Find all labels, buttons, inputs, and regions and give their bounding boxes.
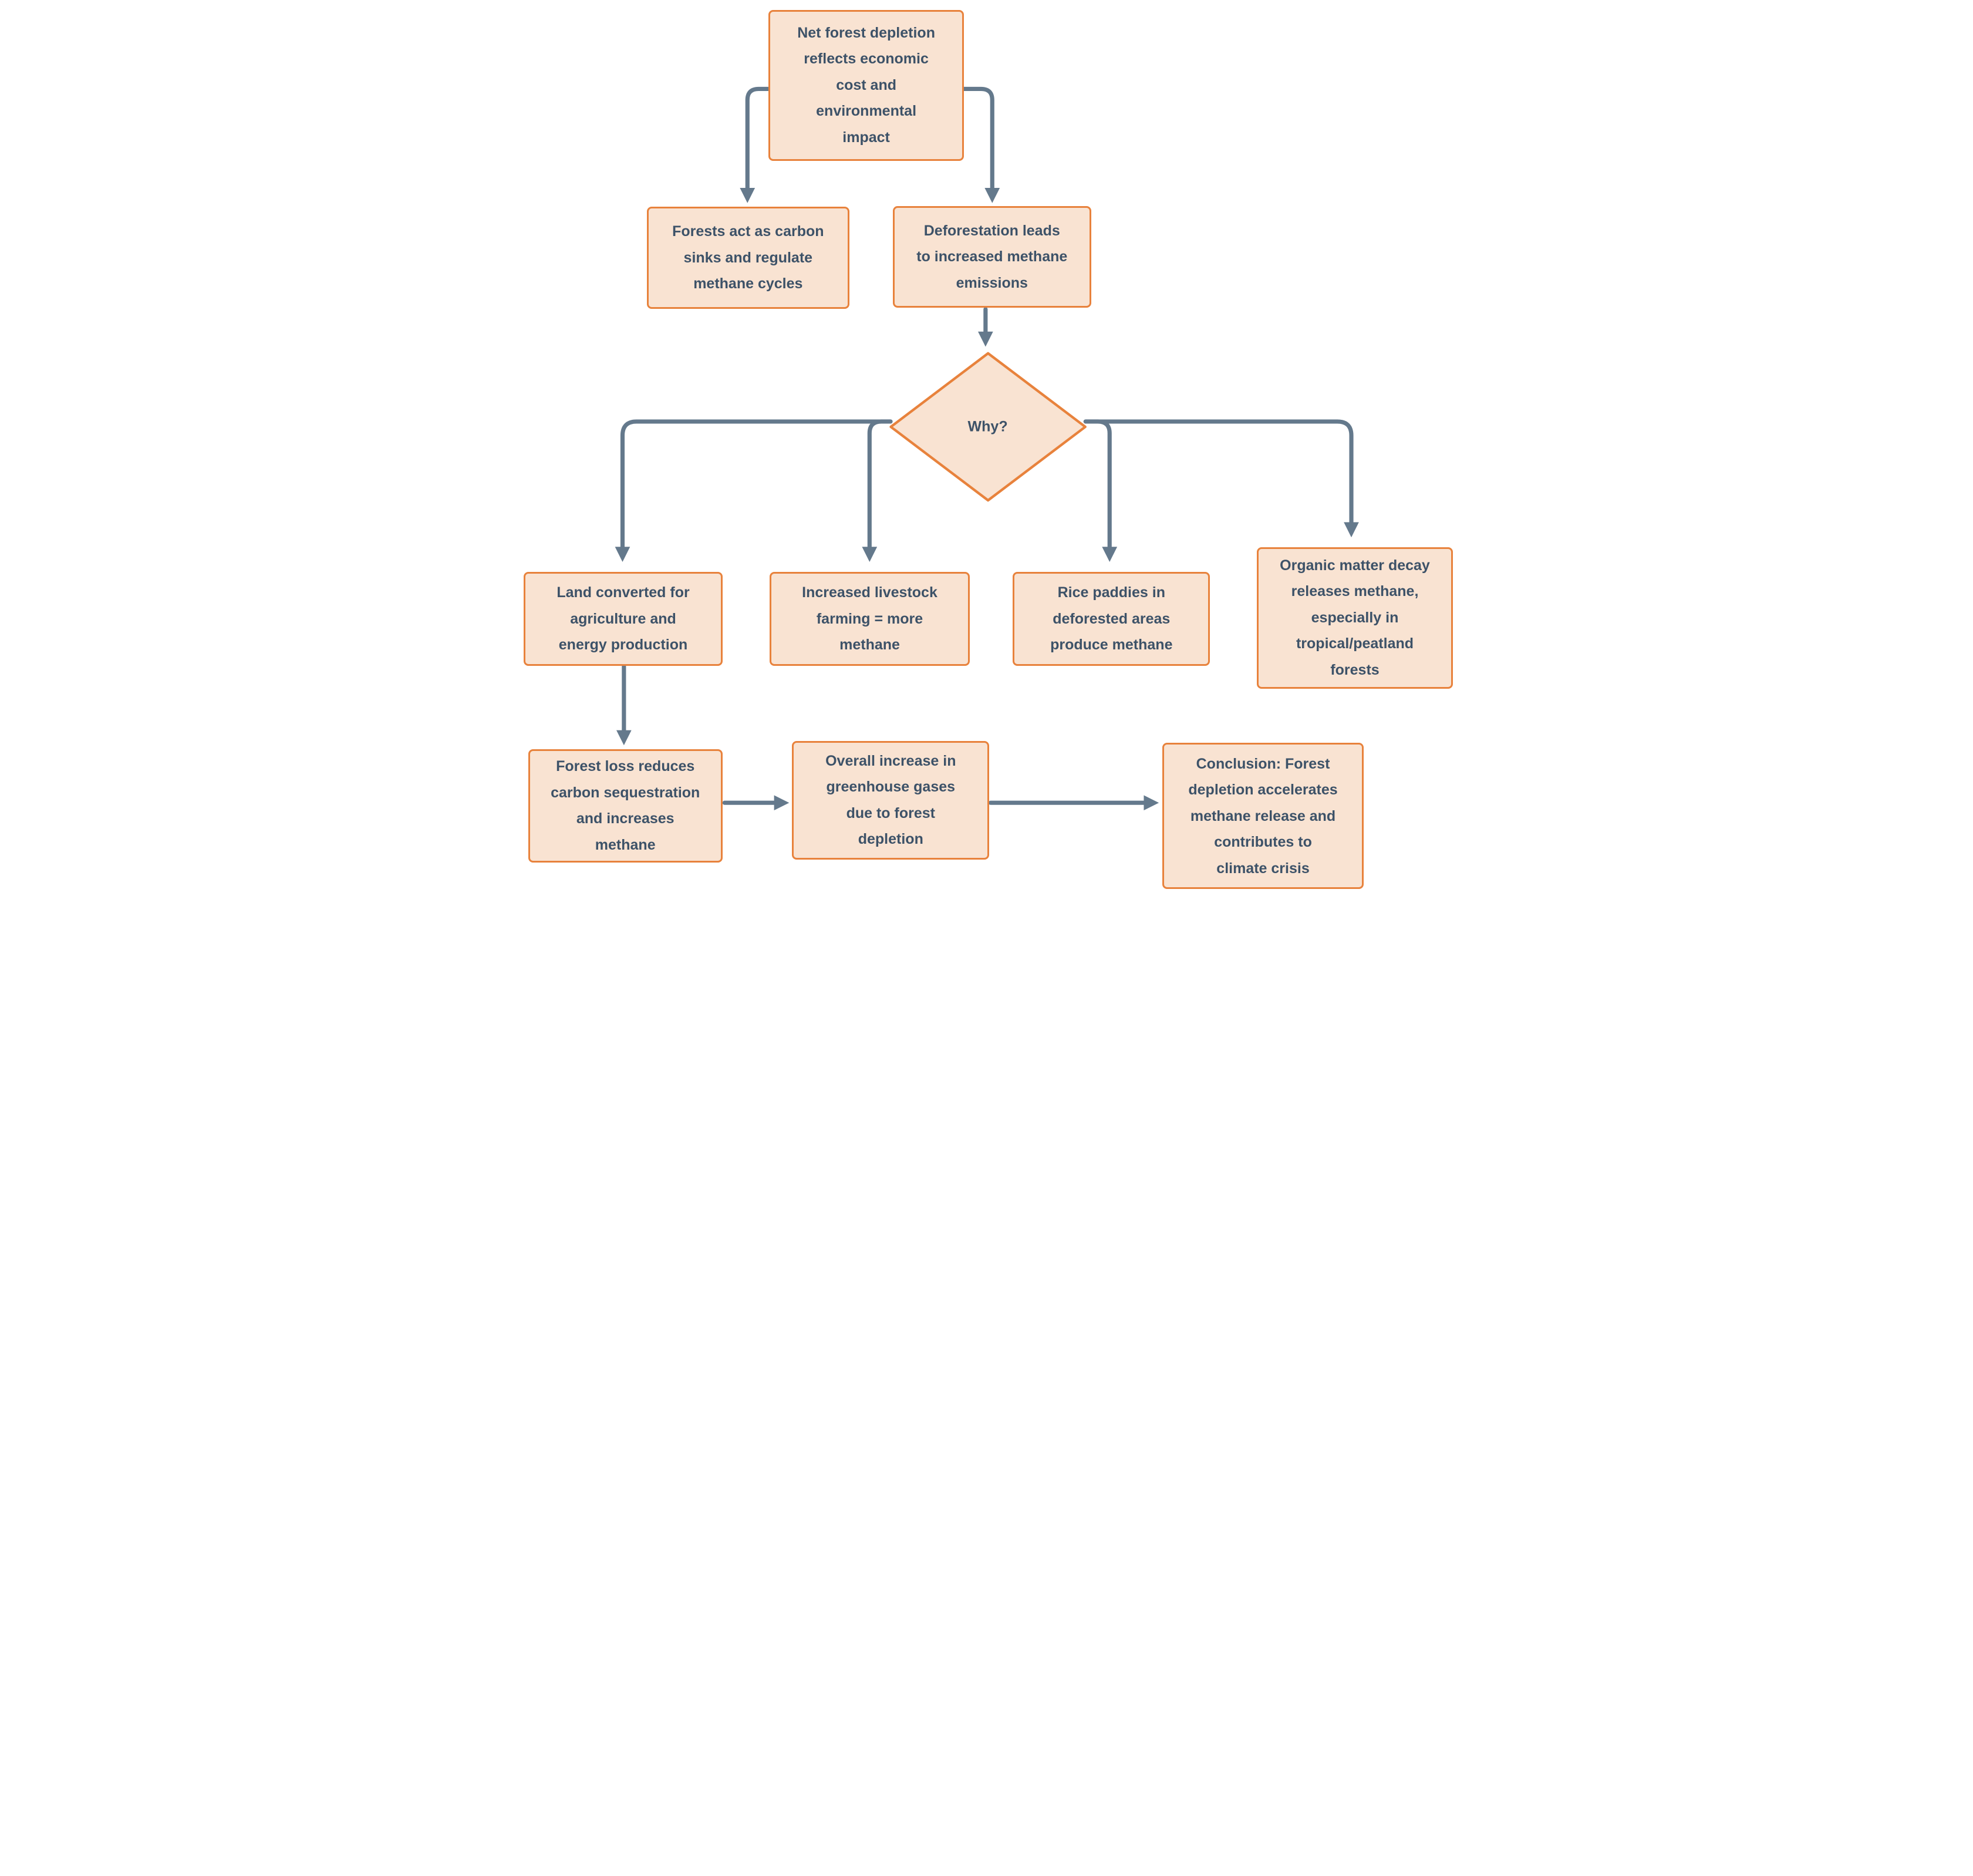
node-carbon-sinks: Forests act as carbon sinks and regulate… xyxy=(646,207,849,309)
node-forest-loss: Forest loss reduces carbon sequestration… xyxy=(528,749,723,863)
connector-why-to-land-converted xyxy=(615,419,893,563)
flowchart-canvas: Net forest depletion reflects economic c… xyxy=(517,0,1456,893)
connector-why-to-organic-decay xyxy=(1083,419,1359,538)
why-decision-diamond xyxy=(889,352,1087,502)
node-livestock-farming: Increased livestock farming = more metha… xyxy=(770,571,970,666)
why-decision-label: Why? xyxy=(967,418,1008,435)
node-conclusion: Conclusion: Forest depletion accelerates… xyxy=(1162,743,1364,890)
node-land-converted: Land converted for agriculture and energ… xyxy=(524,571,723,666)
connector-top-to-deforestation xyxy=(961,86,1000,203)
node-rice-paddies: Rice paddies in deforested areas produce… xyxy=(1013,571,1210,666)
connector-top-to-carbon-sinks xyxy=(739,86,771,203)
node-greenhouse-gases: Overall increase in greenhouse gases due… xyxy=(792,740,990,860)
node-deforestation: Deforestation leads to increased methane… xyxy=(892,206,1091,308)
node-organic-matter-decay: Organic matter decay releases methane, e… xyxy=(1256,547,1453,689)
connector-why-to-livestock xyxy=(861,419,893,563)
connector-why-to-rice-paddies xyxy=(1083,419,1117,563)
flowchart-edges-layer xyxy=(615,86,1359,811)
node-net-forest-depletion: Net forest depletion reflects economic c… xyxy=(768,9,964,161)
